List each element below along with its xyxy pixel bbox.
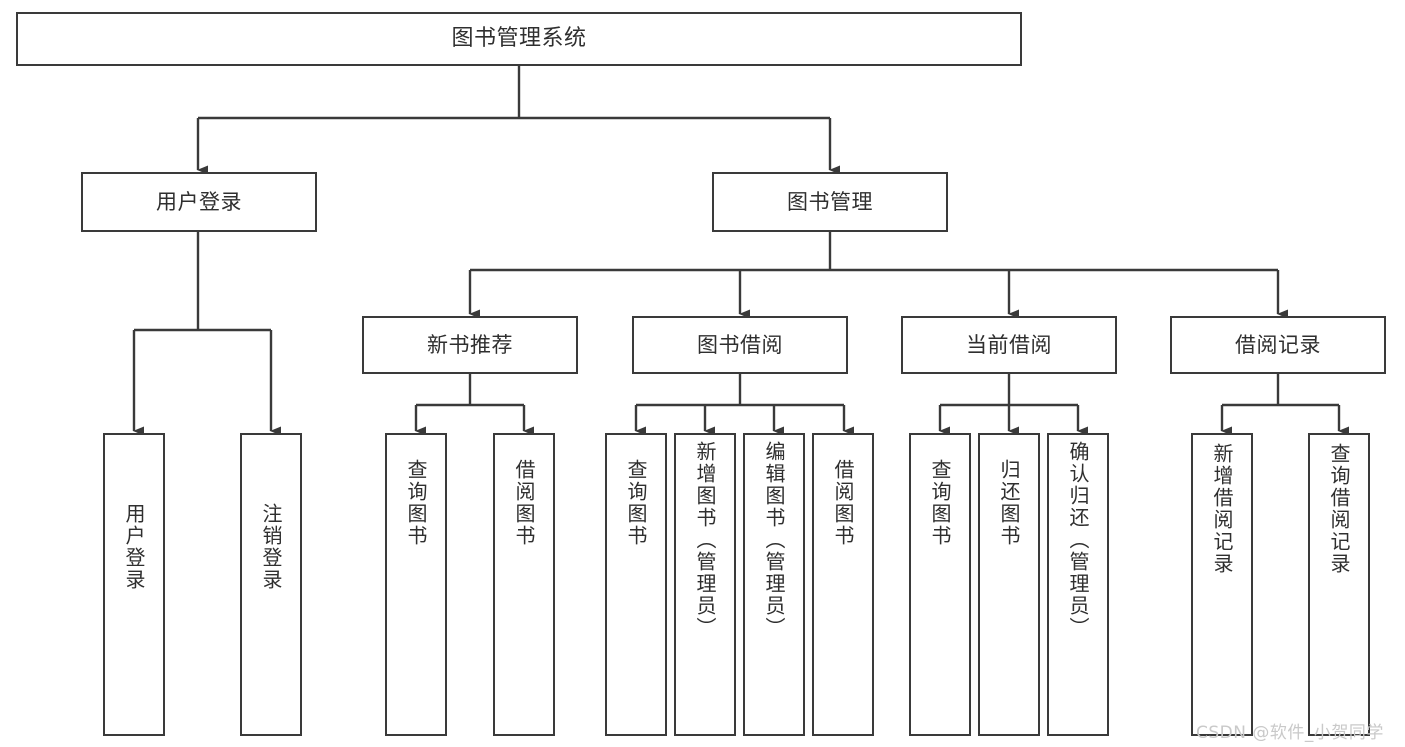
leaf-new-book-borrow-book[interactable]: 借阅图书 bbox=[493, 433, 555, 736]
node-label: 用户登录 bbox=[156, 189, 242, 214]
leaf-logout[interactable]: 注销登录 bbox=[240, 433, 302, 736]
node-label: 编辑图书（管理员） bbox=[762, 441, 786, 639]
node-label: 查询借阅记录 bbox=[1327, 443, 1351, 575]
leaf-confirm-return-admin[interactable]: 确认归还（管理员） bbox=[1047, 433, 1109, 736]
leaf-current-query-book[interactable]: 查询图书 bbox=[909, 433, 971, 736]
node-book-management[interactable]: 图书管理 bbox=[712, 172, 948, 232]
leaf-edit-book-admin[interactable]: 编辑图书（管理员） bbox=[743, 433, 805, 736]
leaf-query-borrow-record[interactable]: 查询借阅记录 bbox=[1308, 433, 1370, 736]
leaf-user-login[interactable]: 用户登录 bbox=[103, 433, 165, 736]
leaf-add-book-admin[interactable]: 新增图书（管理员） bbox=[674, 433, 736, 736]
node-label: 用户登录 bbox=[122, 503, 146, 591]
node-label: 借阅图书 bbox=[831, 459, 855, 547]
node-label: 查询图书 bbox=[928, 459, 952, 547]
node-label: 借阅图书 bbox=[512, 459, 536, 547]
node-label: 借阅记录 bbox=[1235, 332, 1321, 357]
node-label: 确认归还（管理员） bbox=[1066, 441, 1090, 639]
node-current-borrow[interactable]: 当前借阅 bbox=[901, 316, 1117, 374]
node-borrow-records[interactable]: 借阅记录 bbox=[1170, 316, 1386, 374]
node-label: 注销登录 bbox=[259, 503, 283, 591]
node-label: 图书管理系统 bbox=[451, 26, 587, 52]
node-label: 查询图书 bbox=[624, 459, 648, 547]
leaf-borrow-book[interactable]: 借阅图书 bbox=[812, 433, 874, 736]
node-label: 新增图书（管理员） bbox=[693, 441, 717, 639]
node-label: 图书借阅 bbox=[697, 332, 783, 357]
node-label: 查询图书 bbox=[404, 459, 428, 547]
node-label: 新增借阅记录 bbox=[1210, 443, 1234, 575]
leaf-add-borrow-record[interactable]: 新增借阅记录 bbox=[1191, 433, 1253, 736]
node-new-book-recommendation[interactable]: 新书推荐 bbox=[362, 316, 578, 374]
node-label: 新书推荐 bbox=[427, 332, 513, 357]
node-book-borrow[interactable]: 图书借阅 bbox=[632, 316, 848, 374]
node-label: 图书管理 bbox=[787, 189, 873, 214]
csdn-watermark: CSDN @软件_小贺同学 bbox=[1196, 723, 1384, 743]
leaf-borrow-query-book[interactable]: 查询图书 bbox=[605, 433, 667, 736]
node-label: 当前借阅 bbox=[966, 332, 1052, 357]
node-root-book-management-system[interactable]: 图书管理系统 bbox=[16, 12, 1022, 66]
node-label: 归还图书 bbox=[997, 459, 1021, 547]
node-user-login[interactable]: 用户登录 bbox=[81, 172, 317, 232]
leaf-new-book-query-book[interactable]: 查询图书 bbox=[385, 433, 447, 736]
leaf-return-book[interactable]: 归还图书 bbox=[978, 433, 1040, 736]
